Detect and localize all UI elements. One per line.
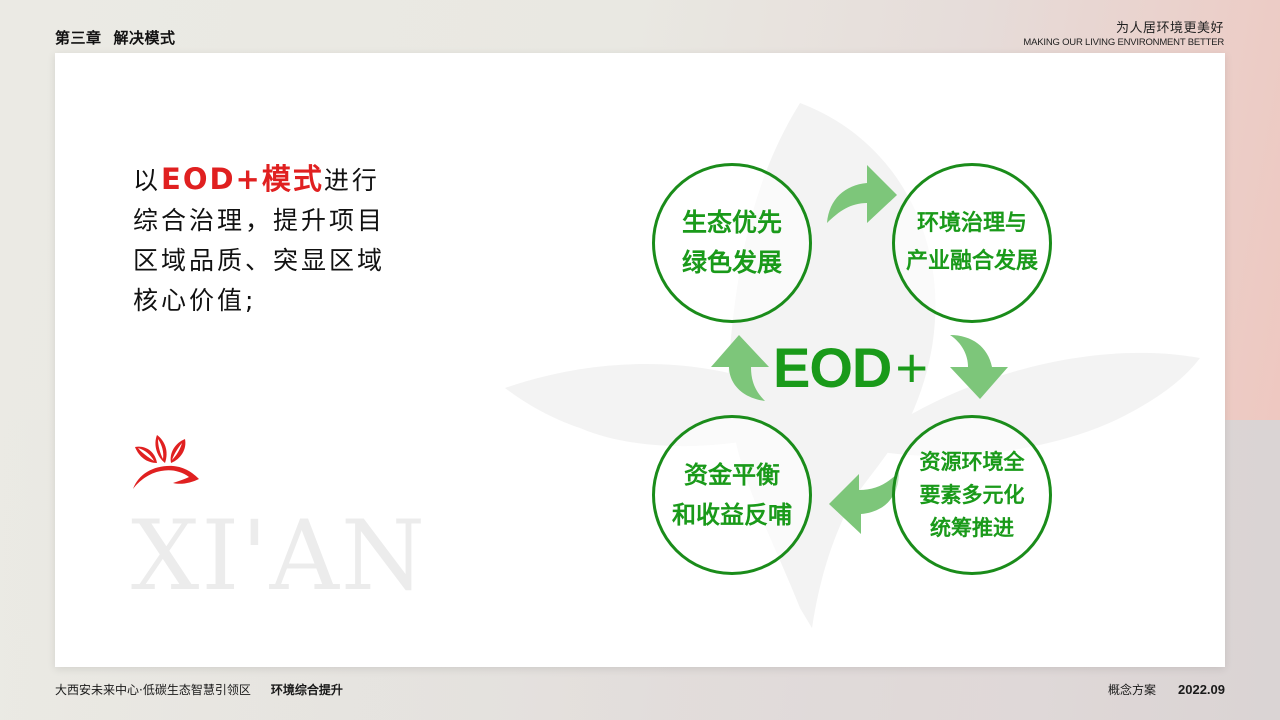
xian-watermark-text: XI'AN	[131, 500, 427, 612]
node-environment-industry: 环境治理与 产业融合发展	[892, 163, 1052, 323]
plus-sign: +	[895, 336, 928, 399]
red-leaves-logo-icon	[133, 435, 199, 489]
doc-type: 概念方案	[1107, 683, 1156, 697]
node-resource-coordination: 资源环境全 要素多元化 统筹推进	[892, 415, 1052, 575]
node-ecology-first: 生态优先 绿色发展	[652, 163, 812, 323]
arrow-down-icon	[950, 335, 1008, 399]
content-card: 以EOD+模式进行 综合治理，提升项目 区域品质、突显区域 核心价值; XI'A…	[55, 53, 1225, 667]
intro-line-4: 核心价值;	[133, 286, 257, 315]
topic-name: 环境综合提升	[270, 683, 343, 697]
eod-highlight: EOD+模式	[161, 162, 324, 196]
node-capital-balance: 资金平衡 和收益反哺	[652, 415, 812, 575]
intro-line-2: 综合治理，提升项目	[133, 206, 386, 235]
chapter-number: 第三章	[55, 29, 102, 47]
arrow-right-icon	[827, 165, 897, 223]
footer-project: 大西安未来中心·低碳生态智慧引领区 环境综合提升	[55, 681, 343, 698]
doc-date: 2022.09	[1178, 682, 1225, 697]
intro-line-3: 区域品质、突显区域	[133, 246, 386, 275]
intro-paragraph: 以EOD+模式进行 综合治理，提升项目 区域品质、突显区域 核心价值;	[133, 159, 385, 321]
slogan-en: MAKING OUR LIVING ENVIRONMENT BETTER	[1023, 37, 1224, 48]
eod-center-label: EOD+	[773, 336, 928, 399]
chapter-section: 解决模式	[113, 29, 176, 47]
project-name: 大西安未来中心·低碳生态智慧引领区	[55, 683, 251, 697]
footer-meta: 概念方案 2022.09	[1108, 681, 1225, 698]
arrow-left-icon	[829, 472, 899, 534]
intro-line-1: 以EOD+模式进行	[133, 162, 380, 196]
slogan-cn: 为人居环境更美好	[1115, 21, 1224, 36]
arrow-up-icon	[711, 335, 769, 401]
chapter-title: 第三章解决模式	[55, 27, 176, 48]
slogan: 为人居环境更美好 MAKING OUR LIVING ENVIRONMENT B…	[1023, 21, 1224, 49]
